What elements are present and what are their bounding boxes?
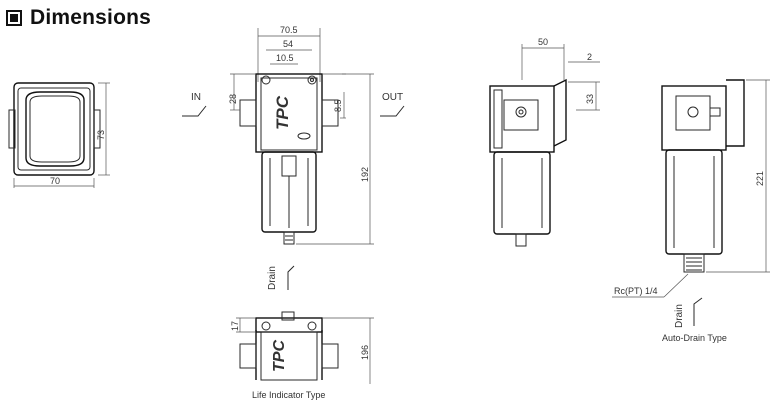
life-height-label: 196 <box>360 345 370 360</box>
front-width-hole-label: 10.5 <box>276 53 294 63</box>
front-height-total-label: 192 <box>360 167 370 182</box>
page-title: Dimensions <box>30 6 152 29</box>
front-drain-label: Drain <box>267 266 278 290</box>
side-view: 50 2 33 <box>489 37 600 247</box>
life-indicator-logo: TPC <box>271 340 288 372</box>
auto-drain-view: 221 Rc(PT) 1/4 Drain Auto-Drain Type <box>612 79 770 343</box>
front-view: 70.5 54 10.5 TPC 28 8.5 192 IN <box>182 25 405 290</box>
auto-drain-port-label: Rc(PT) 1/4 <box>614 286 658 296</box>
front-height-top-label: 28 <box>228 94 238 104</box>
front-logo: TPC <box>273 95 292 130</box>
top-view-depth-label: 73 <box>96 130 106 140</box>
front-width-overall-label: 70.5 <box>280 25 298 35</box>
side-bracket-height-label: 33 <box>585 94 595 104</box>
auto-drain-drain-label: Drain <box>674 304 685 328</box>
front-port-height-label: 8.5 <box>333 99 343 112</box>
side-offset-label: 50 <box>538 37 548 47</box>
in-label: IN <box>191 92 201 103</box>
life-offset-label: 17 <box>230 321 240 331</box>
out-label: OUT <box>382 92 403 103</box>
auto-drain-height-label: 221 <box>755 171 765 186</box>
auto-drain-caption: Auto-Drain Type <box>662 333 727 343</box>
top-view-width-label: 70 <box>50 176 60 186</box>
side-bracket-label: 2 <box>587 52 592 62</box>
life-indicator-view: TPC 17 196 Life Indicator Type <box>230 311 374 400</box>
life-indicator-caption: Life Indicator Type <box>252 390 325 400</box>
top-view: 70 73 <box>8 82 110 188</box>
square-bullet-icon <box>6 10 22 26</box>
front-width-mount-label: 54 <box>283 39 293 49</box>
section-header: Dimensions <box>6 4 151 32</box>
